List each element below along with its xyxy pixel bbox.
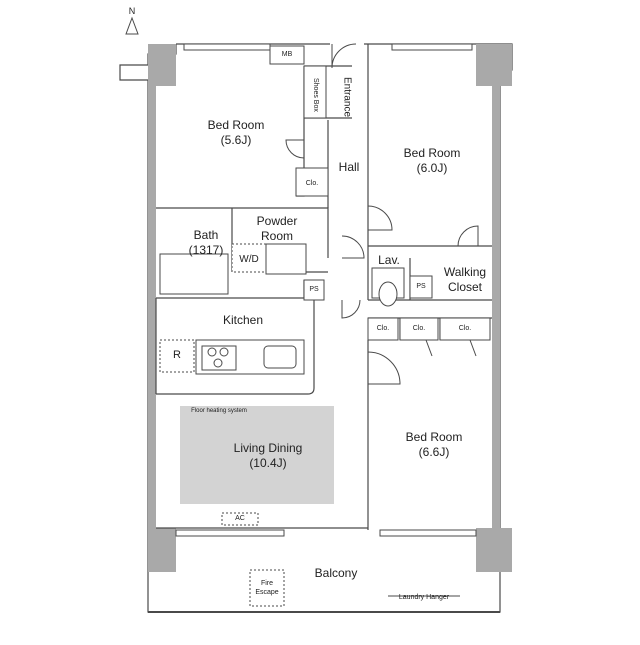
ac-unit	[221, 512, 259, 526]
living-dining-label: Living Dining (10.4J)	[218, 441, 318, 471]
living-dining-size: (10.4J)	[249, 456, 287, 470]
bath-size: (1317)	[188, 243, 224, 257]
ac-label: AC	[235, 515, 245, 522]
balcony-label: Balcony	[314, 566, 358, 580]
columns	[148, 44, 512, 572]
bed-room-3-size: (6.6J)	[418, 445, 450, 459]
burner-1	[207, 347, 217, 357]
window-bed3	[379, 529, 477, 537]
fire-escape-line2: Escape	[255, 588, 279, 596]
fire-escape-hatch	[249, 569, 285, 607]
doors	[285, 43, 479, 385]
mb-label: MB	[281, 51, 293, 58]
ps-label-1: PS	[309, 286, 319, 293]
walking-closet-line1: Walking	[443, 265, 487, 279]
powder-room-label: Powder Room	[242, 214, 312, 244]
entrance-door	[331, 43, 357, 69]
bathtub	[159, 253, 229, 295]
closet-2-label: Clo.	[412, 325, 426, 332]
column-sw	[148, 528, 176, 572]
door-bed2	[367, 205, 393, 231]
refrigerator-label: R	[173, 349, 181, 361]
washer-dryer-space	[231, 243, 267, 273]
hall-label: Hall	[338, 160, 360, 174]
floor-heating-label: Floor heating system	[191, 408, 247, 414]
burner-2	[219, 347, 229, 357]
fixtures	[159, 45, 491, 607]
living-dining-name: Living Dining	[233, 441, 303, 455]
north-arrow	[125, 16, 139, 35]
east-wall	[492, 86, 500, 528]
ps-label-2: PS	[416, 283, 426, 290]
powder-room-line2: Room	[260, 229, 293, 243]
closet-2	[399, 317, 439, 341]
refrigerator-space	[159, 339, 195, 373]
fire-escape-label: Fire Escape	[248, 580, 286, 598]
ps-shaft-2	[409, 275, 433, 299]
bed-room-1-size: (5.6J)	[220, 133, 252, 147]
column-se	[476, 528, 512, 572]
kitchen-sink	[263, 345, 297, 369]
walking-closet-line2: Closet	[447, 280, 482, 294]
ps-shaft-1	[303, 279, 325, 301]
bed-room-1-name: Bed Room	[207, 118, 265, 132]
fire-escape-line1: Fire	[260, 580, 274, 587]
bed-room-3-label: Bed Room (6.6J)	[394, 430, 474, 460]
window-living	[175, 529, 285, 537]
column-nw	[148, 44, 176, 86]
bath-name: Bath	[193, 228, 219, 242]
entrance-label: Entrance	[341, 76, 353, 118]
door-bed3	[367, 351, 401, 385]
kitchen-label: Kitchen	[222, 313, 264, 327]
closet-bed1-label: Clo.	[305, 180, 319, 187]
closet-1	[367, 317, 399, 341]
door-lav	[341, 235, 365, 259]
shoes-box-cabinet	[303, 65, 327, 119]
bed-room-2-name: Bed Room	[403, 146, 461, 160]
window-bed2	[391, 43, 473, 51]
bed-room-2-size: (6.0J)	[416, 161, 448, 175]
closet-bed1	[295, 167, 329, 197]
mb-box	[269, 45, 305, 65]
burner-3	[213, 358, 223, 368]
washer-dryer-label: W/D	[239, 254, 259, 265]
bed-room-2-label: Bed Room (6.0J)	[392, 146, 472, 176]
bed-room-1-label: Bed Room (5.6J)	[196, 118, 276, 148]
bath-label: Bath (1317)	[176, 228, 236, 258]
door-kitchen	[341, 299, 361, 319]
powder-sink	[265, 243, 307, 275]
walking-closet-label: Walking Closet	[436, 265, 494, 295]
closet-3	[439, 317, 491, 341]
floor-heating-area	[180, 406, 334, 504]
west-wall	[148, 86, 156, 528]
door-walking-closet	[457, 225, 479, 247]
lav-label: Lav.	[378, 253, 400, 267]
closet-3-label: Clo.	[458, 325, 472, 332]
toilet-bowl	[378, 281, 398, 307]
north-marker: N	[128, 6, 136, 16]
closet-doors	[425, 339, 477, 357]
laundry-hanger-label: Laundry Hanger	[398, 594, 450, 601]
bed-room-3-name: Bed Room	[405, 430, 463, 444]
closet-1-label: Clo.	[376, 325, 390, 332]
door-bed1	[285, 139, 305, 159]
shoes-box-label: Shoes Box	[311, 78, 319, 112]
window-bed1	[183, 43, 271, 51]
powder-room-line1: Powder	[256, 214, 298, 228]
column-ne	[476, 44, 512, 86]
